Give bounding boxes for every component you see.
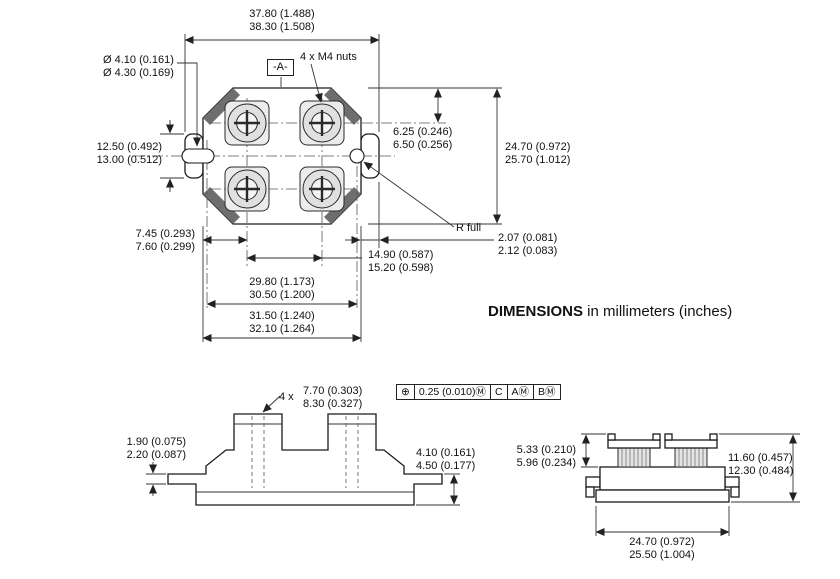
- terminal-nut: [298, 165, 346, 213]
- hole-pitch-max: 30.50 (1.200): [249, 289, 315, 301]
- nuts-leader: [310, 63, 323, 103]
- dim-terminal-height: [581, 433, 606, 468]
- dim-overall-length: [184, 34, 380, 132]
- body-width-min: 24.70 (0.972): [505, 141, 571, 153]
- side-terminal-height-max: 5.96 (0.234): [516, 457, 576, 469]
- terminal-width-leader: [262, 395, 281, 413]
- dim-overall-length-min: 37.80 (1.488): [249, 8, 315, 20]
- hole-diameter-min: Ø 4.10 (0.161): [103, 54, 174, 66]
- terminal-pitch-min: 14.90 (0.587): [368, 249, 434, 261]
- dim-edge-to-terminal: [202, 226, 248, 342]
- datum-ref-b: BⓂ: [533, 384, 561, 400]
- flange-thickness-max: 2.20 (0.087): [126, 449, 186, 461]
- radius-note: R full: [456, 222, 482, 234]
- dim-body-depth: [595, 506, 730, 536]
- terminal-offset-min: 6.25 (0.246): [393, 126, 453, 138]
- chamfer-bottom-left: [203, 187, 240, 224]
- edge-to-terminal-min: 7.45 (0.293): [135, 228, 195, 240]
- terminal-nut: [223, 165, 271, 213]
- edge-to-terminal-max: 7.60 (0.299): [135, 241, 195, 253]
- terminal-width-max: 8.30 (0.327): [303, 398, 363, 410]
- side-body: [599, 466, 726, 491]
- terminal-nut: [298, 99, 346, 147]
- hole-diameter-max: Ø 4.30 (0.169): [103, 67, 174, 79]
- side-body-depth-min: 24.70 (0.972): [629, 536, 695, 548]
- top-view-drawing: [133, 34, 502, 342]
- side-overall-height-min: 11.60 (0.457): [728, 452, 793, 464]
- hole-diameter-leader: [177, 62, 201, 147]
- front-profile-outline: [167, 413, 443, 506]
- side-flange-left: [585, 476, 601, 488]
- mounting-slot: [181, 148, 215, 164]
- dim-flange-width: [160, 120, 184, 192]
- dimensions-note: DIMENSIONS in millimeters (inches): [488, 303, 732, 320]
- tolerance-value: 0.25 (0.010)Ⓜ: [413, 384, 491, 400]
- nuts-callout: 4 x M4 nuts: [300, 51, 357, 63]
- hole-pitch-min: 29.80 (1.173): [249, 276, 315, 288]
- corner-dim-min: 2.07 (0.081): [498, 232, 558, 244]
- terminal-offset-max: 6.50 (0.256): [393, 139, 453, 151]
- position-tolerance-icon: ⊕: [396, 384, 415, 400]
- side-terminal: [664, 433, 718, 468]
- flange-height-max: 4.50 (0.177): [416, 460, 476, 472]
- terminal-nut: [223, 99, 271, 147]
- terminal-width-min: 7.70 (0.303): [303, 385, 363, 397]
- chamfer-top-left: [203, 88, 240, 125]
- side-body-depth-max: 25.50 (1.004): [629, 549, 695, 561]
- flange-height-min: 4.10 (0.161): [416, 447, 476, 459]
- dim-flange-thickness: [146, 462, 166, 496]
- flange-thickness-min: 1.90 (0.075): [126, 436, 186, 448]
- mounting-hole: [349, 148, 365, 164]
- datum-ref-c: C: [489, 384, 508, 400]
- terminal-pitch-max: 15.20 (0.598): [368, 262, 434, 274]
- side-view-drawing: [581, 433, 800, 536]
- dim-overall-height: [719, 433, 800, 503]
- dim-corner: [345, 182, 494, 248]
- feature-control-frame: ⊕ 0.25 (0.010)Ⓜ C AⓂ BⓂ: [396, 384, 561, 400]
- datum-a-flag: -A-: [267, 59, 294, 76]
- dimensions-note-bold: DIMENSIONS: [488, 303, 584, 320]
- datum-ref-a: AⓂ: [506, 384, 535, 400]
- flange-width-min: 12.50 (0.492): [96, 141, 162, 153]
- dim-body-length: [202, 226, 362, 342]
- side-flange-right: [724, 476, 740, 488]
- dim-flange-height: [416, 473, 460, 506]
- front-view-drawing: [146, 395, 460, 506]
- side-overall-height-max: 12.30 (0.484): [728, 465, 794, 477]
- body-width-max: 25.70 (1.012): [505, 154, 571, 166]
- flange-width-max: 13.00 (0.512): [96, 154, 162, 166]
- dimensions-note-rest: in millimeters (inches): [583, 303, 733, 320]
- side-foot-left: [585, 486, 595, 498]
- body-length-min: 31.50 (1.240): [249, 310, 315, 322]
- radius-leader: [363, 161, 455, 228]
- body-length-max: 32.10 (1.264): [249, 323, 315, 335]
- side-baseplate: [595, 489, 730, 503]
- corner-dim-max: 2.12 (0.083): [498, 245, 558, 257]
- dim-overall-length-max: 38.30 (1.508): [249, 21, 315, 33]
- side-foot-right: [730, 486, 740, 498]
- terminal-count-prefix: 4 x: [279, 391, 294, 403]
- dim-terminal-offset: [368, 87, 502, 123]
- dim-body-width: [368, 88, 502, 225]
- side-terminal: [607, 433, 661, 468]
- side-terminal-height-min: 5.33 (0.210): [516, 444, 576, 456]
